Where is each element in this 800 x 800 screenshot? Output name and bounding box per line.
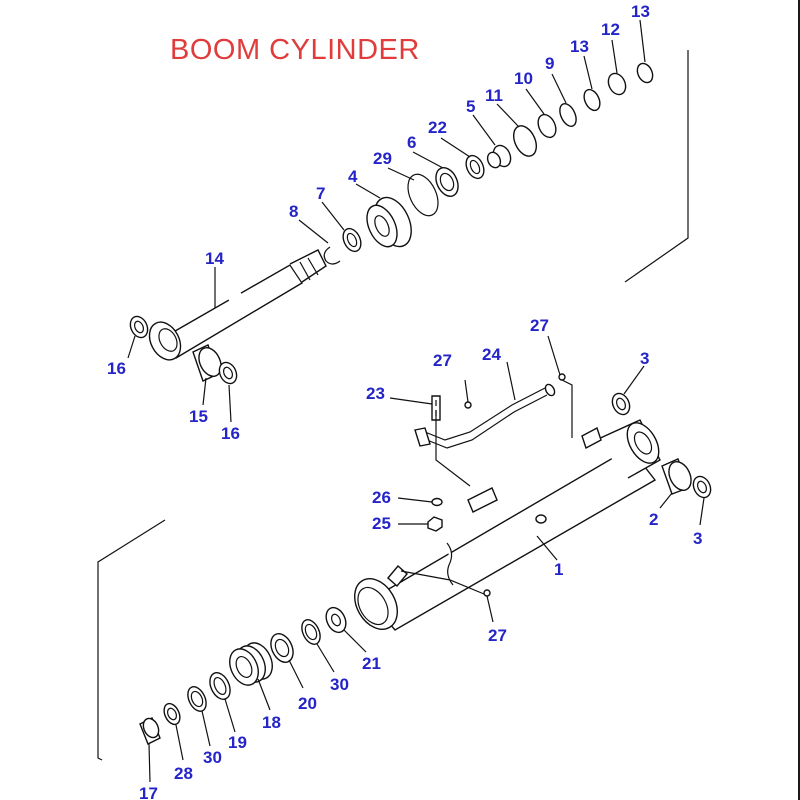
callout-label: 15: [189, 407, 208, 426]
upper-group-bracket: [624, 50, 689, 283]
part-24-pipe: [424, 383, 556, 449]
part-6-packing: [435, 167, 459, 197]
part-25-nut: [427, 516, 443, 532]
callout-label: 1: [554, 560, 563, 579]
callout-label: 18: [262, 713, 281, 732]
callout-label: 30: [203, 748, 222, 767]
part-11-ring: [512, 125, 538, 157]
diagram-title: BOOM CYLINDER: [170, 34, 420, 66]
part-9-ring: [559, 103, 577, 127]
callout-label: 14: [205, 249, 224, 268]
callout-label: 20: [298, 694, 317, 713]
callout-label: 13: [570, 37, 589, 56]
part-13-ring: [583, 88, 601, 112]
callout-label: 4: [348, 167, 358, 186]
part-17-collar: [139, 717, 161, 745]
callout-label: 8: [289, 202, 298, 221]
part-3-seal: [692, 475, 712, 499]
callout-label: 17: [139, 784, 158, 800]
part-15-bushing: [192, 344, 222, 382]
callout-label: 22: [428, 118, 447, 137]
part-27-bolt: [483, 589, 491, 597]
callout-label: 6: [407, 133, 416, 152]
callout-label: 3: [640, 349, 649, 368]
callout-label: 7: [316, 184, 325, 203]
part-13-ring: [636, 62, 654, 84]
callout-label: 16: [221, 424, 240, 443]
callout-label: 26: [372, 488, 391, 507]
callout-label: 9: [545, 54, 554, 73]
callout-label: 27: [433, 351, 452, 370]
callout-label: 21: [362, 654, 381, 673]
callout-label: 30: [330, 675, 349, 694]
callout-label: 27: [530, 316, 549, 335]
part-30-ring: [187, 686, 207, 712]
part-1-cylinder-tube: [354, 419, 661, 631]
part-7-seal: [342, 227, 362, 253]
part-23-clamp: [414, 395, 441, 447]
callout-label: 28: [174, 764, 193, 783]
part-2-bushing: [661, 458, 692, 495]
callout-label: 27: [488, 626, 507, 645]
part-19-ring: [209, 672, 231, 700]
callout-label: 13: [631, 2, 650, 21]
part-12-ring: [607, 72, 627, 96]
part-30-ring: [301, 619, 321, 645]
part-16-seal: [129, 315, 149, 339]
part-29-oring: [407, 173, 439, 217]
part-16-seal: [218, 361, 238, 385]
callout-label: 29: [373, 149, 392, 168]
callout-label: 16: [107, 359, 126, 378]
part-22-ring: [465, 154, 485, 180]
callout-label: 2: [649, 510, 658, 529]
part-8-snap-ring: [323, 246, 341, 265]
part-5-bushing: [486, 144, 512, 169]
part-26-washer: [431, 497, 443, 507]
callout-label: 3: [693, 529, 702, 548]
part-18-piston: [229, 642, 273, 686]
part-10-ring: [537, 113, 557, 139]
part-27-bolt: [464, 401, 472, 409]
callout-label: 5: [466, 97, 475, 116]
frame-border: [798, 0, 800, 800]
callout-label: 24: [482, 345, 501, 364]
callout-label: 10: [514, 69, 533, 88]
part-28-ring: [163, 702, 181, 726]
callout-label: 19: [228, 733, 247, 752]
part-14-piston-rod: [148, 249, 327, 361]
lower-group-bracket: [97, 519, 166, 761]
callout-labels: 13 12 13 9 10 11 5 22 6 29 4 7 8 14 16 1…: [107, 2, 702, 800]
part-21-nut: [325, 606, 347, 634]
part-4-head-gland: [366, 196, 412, 248]
callout-label: 25: [372, 514, 391, 533]
leader-lines: [127, 19, 705, 783]
callout-label: 12: [601, 20, 620, 39]
part-3-seal: [611, 392, 631, 416]
part-20-ring: [270, 633, 294, 663]
callout-label: 23: [366, 384, 385, 403]
callout-label: 11: [485, 86, 503, 105]
